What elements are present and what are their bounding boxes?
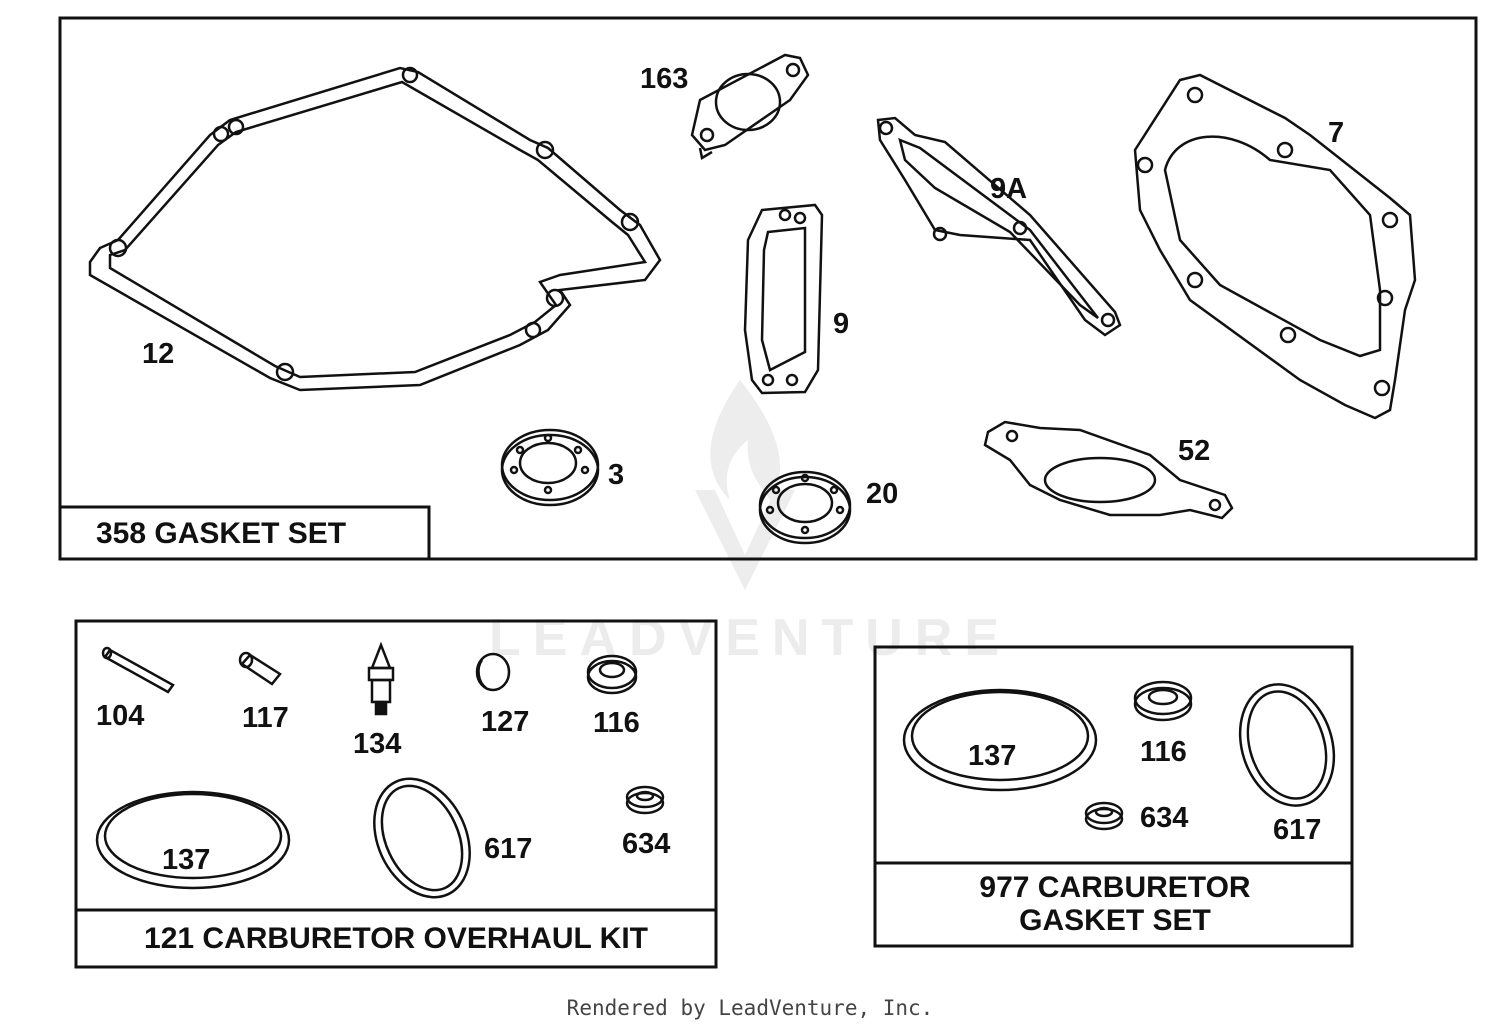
- footer-credit: Rendered by LeadVenture, Inc.: [566, 996, 934, 1020]
- label-52: 52: [1178, 435, 1210, 467]
- label-127: 127: [481, 706, 529, 738]
- label-163: 163: [640, 63, 688, 95]
- label-12: 12: [142, 338, 174, 370]
- carb-gasket-set-title-line2: GASKET SET: [1019, 904, 1211, 937]
- gasket-set-title-box: [58, 505, 431, 561]
- part-134-needle-valve: [367, 641, 395, 716]
- gasket-set-title: 358 GASKET SET: [96, 517, 346, 550]
- label-3: 3: [608, 459, 624, 491]
- part-163-gasket: [690, 53, 810, 160]
- label-7: 7: [1328, 117, 1344, 149]
- part-617-o-ring: [373, 777, 471, 899]
- label-137: 137: [162, 844, 210, 876]
- part-3-oil-seal: [500, 428, 600, 507]
- part-617-o-ring: [1238, 683, 1336, 807]
- part-52-gasket: [983, 420, 1234, 520]
- part-137-o-ring: [95, 790, 291, 890]
- label-617-b: 617: [1273, 814, 1321, 846]
- label-20: 20: [866, 478, 898, 510]
- label-617: 617: [484, 833, 532, 865]
- part-127-welch-plug: [475, 652, 511, 692]
- part-104-pin: [101, 646, 175, 694]
- part-12-crankcase-gasket: [88, 66, 662, 392]
- watermark: LEADVENTURE: [489, 380, 1011, 667]
- part-634-washer: [625, 785, 665, 815]
- part-117-pin: [238, 651, 282, 686]
- flame-logo-icon: [710, 380, 780, 500]
- label-9a: 9A: [990, 173, 1027, 205]
- watermark-text: LEADVENTURE: [489, 609, 1011, 667]
- overhaul-kit-title: 121 CARBURETOR OVERHAUL KIT: [144, 922, 648, 955]
- label-137-b: 137: [968, 740, 1016, 772]
- label-116: 116: [593, 707, 640, 739]
- part-634-washer: [1084, 801, 1124, 831]
- label-634-b: 634: [1140, 802, 1188, 834]
- label-634: 634: [622, 828, 670, 860]
- carb-gasket-set-title-line1: 977 CARBURETOR: [979, 871, 1251, 904]
- part-116-washer: [586, 654, 638, 695]
- part-9a-gasket: [876, 116, 1122, 337]
- part-137-o-ring: [902, 688, 1098, 792]
- carb-gasket-set-panel: 977 CARBURETOR GASKET SET 137 116 634 61…: [873, 645, 1354, 948]
- part-20-oil-seal: [758, 470, 852, 545]
- label-134: 134: [353, 728, 401, 760]
- label-117: 117: [242, 702, 289, 734]
- part-9-gasket: [743, 203, 824, 395]
- label-9: 9: [833, 308, 849, 340]
- label-116-b: 116: [1140, 736, 1187, 768]
- v-logo-icon: [695, 490, 795, 590]
- label-104: 104: [96, 700, 144, 732]
- gasket-set-panel: 358 GASKET SET 12 163 9: [58, 16, 1478, 561]
- part-116-washer: [1133, 680, 1193, 722]
- part-7-cylinder-head-gasket: [1133, 73, 1417, 420]
- overhaul-kit-panel: 121 CARBURETOR OVERHAUL KIT 104 117 134 …: [74, 619, 718, 969]
